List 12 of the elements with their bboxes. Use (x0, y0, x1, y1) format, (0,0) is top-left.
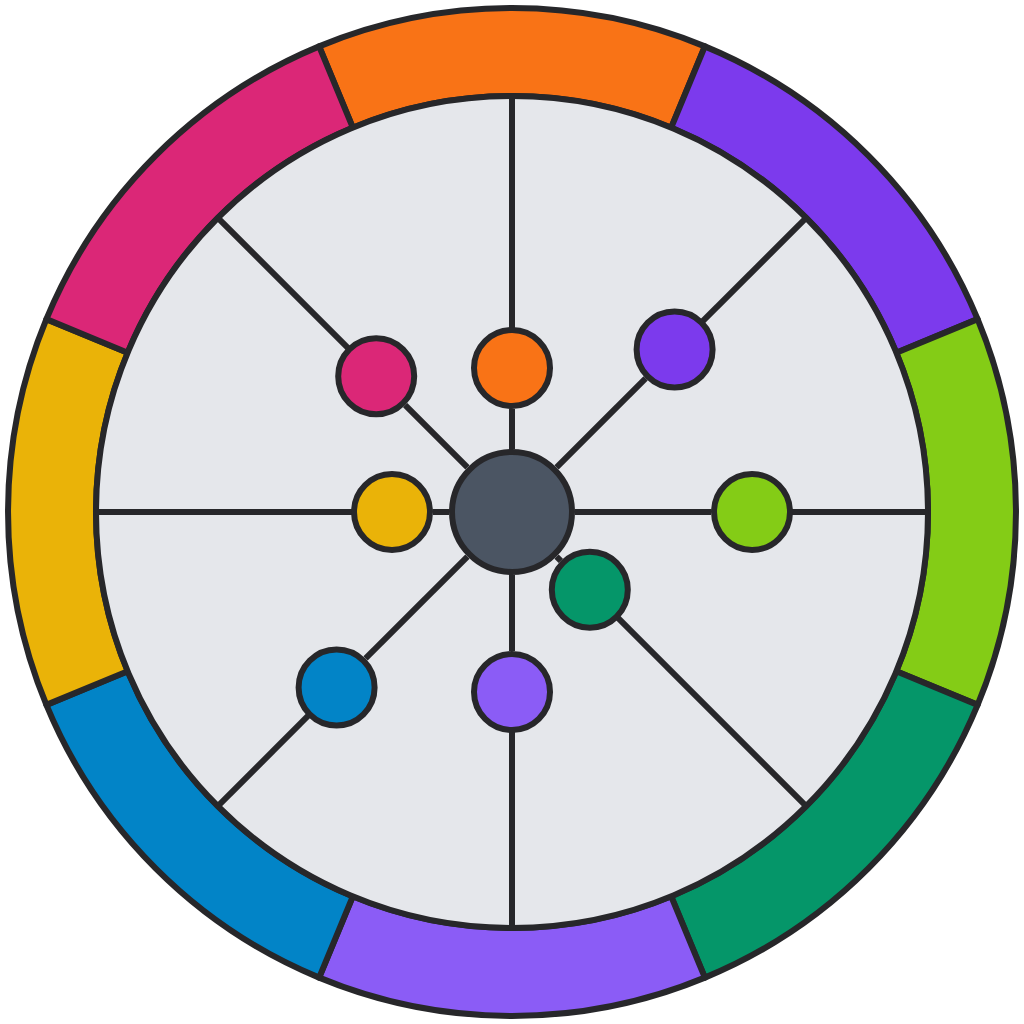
dot (351, 471, 433, 553)
dot (711, 471, 793, 553)
hub-circle (449, 449, 575, 575)
spoke-line (575, 509, 711, 515)
spoke-line (554, 376, 648, 470)
spoke-line (509, 575, 515, 651)
spoke-line (403, 403, 470, 470)
dot (471, 651, 553, 733)
spoke-line (363, 554, 470, 661)
spoke-line (509, 409, 515, 449)
spoke-line (433, 509, 449, 515)
spoke-line (554, 554, 563, 563)
